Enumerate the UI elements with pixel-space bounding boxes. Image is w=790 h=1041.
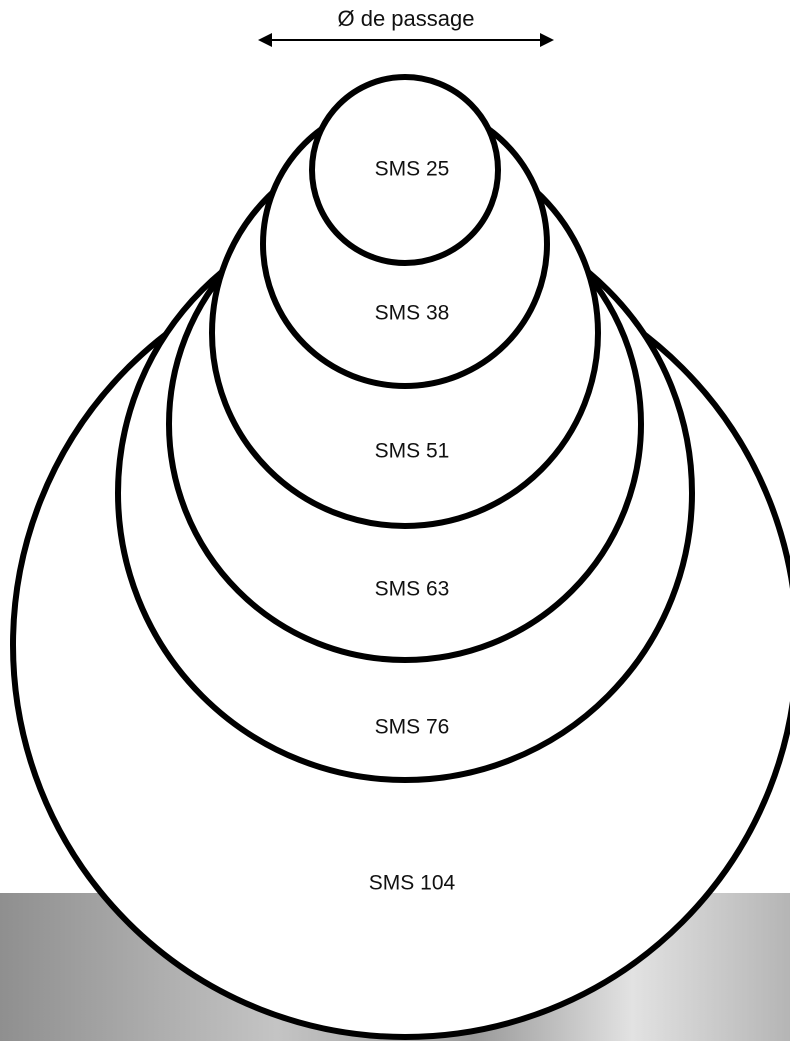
arrow-left-icon (258, 33, 272, 47)
label-sms-25: SMS 25 (375, 158, 450, 181)
dimension-indicator: Ø de passage (258, 6, 554, 47)
label-sms-63: SMS 63 (375, 578, 450, 601)
label-sms-76: SMS 76 (375, 716, 450, 739)
ring-group (10, 74, 790, 1040)
label-sms-104: SMS 104 (369, 872, 456, 895)
arrow-right-icon (540, 33, 554, 47)
label-sms-51: SMS 51 (375, 440, 450, 463)
ring-labels: SMS 104 SMS 76 SMS 63 SMS 51 SMS 38 SMS … (369, 158, 456, 895)
ring-sms-25 (309, 74, 501, 266)
label-sms-38: SMS 38 (375, 302, 450, 325)
dimension-label: Ø de passage (338, 6, 475, 31)
